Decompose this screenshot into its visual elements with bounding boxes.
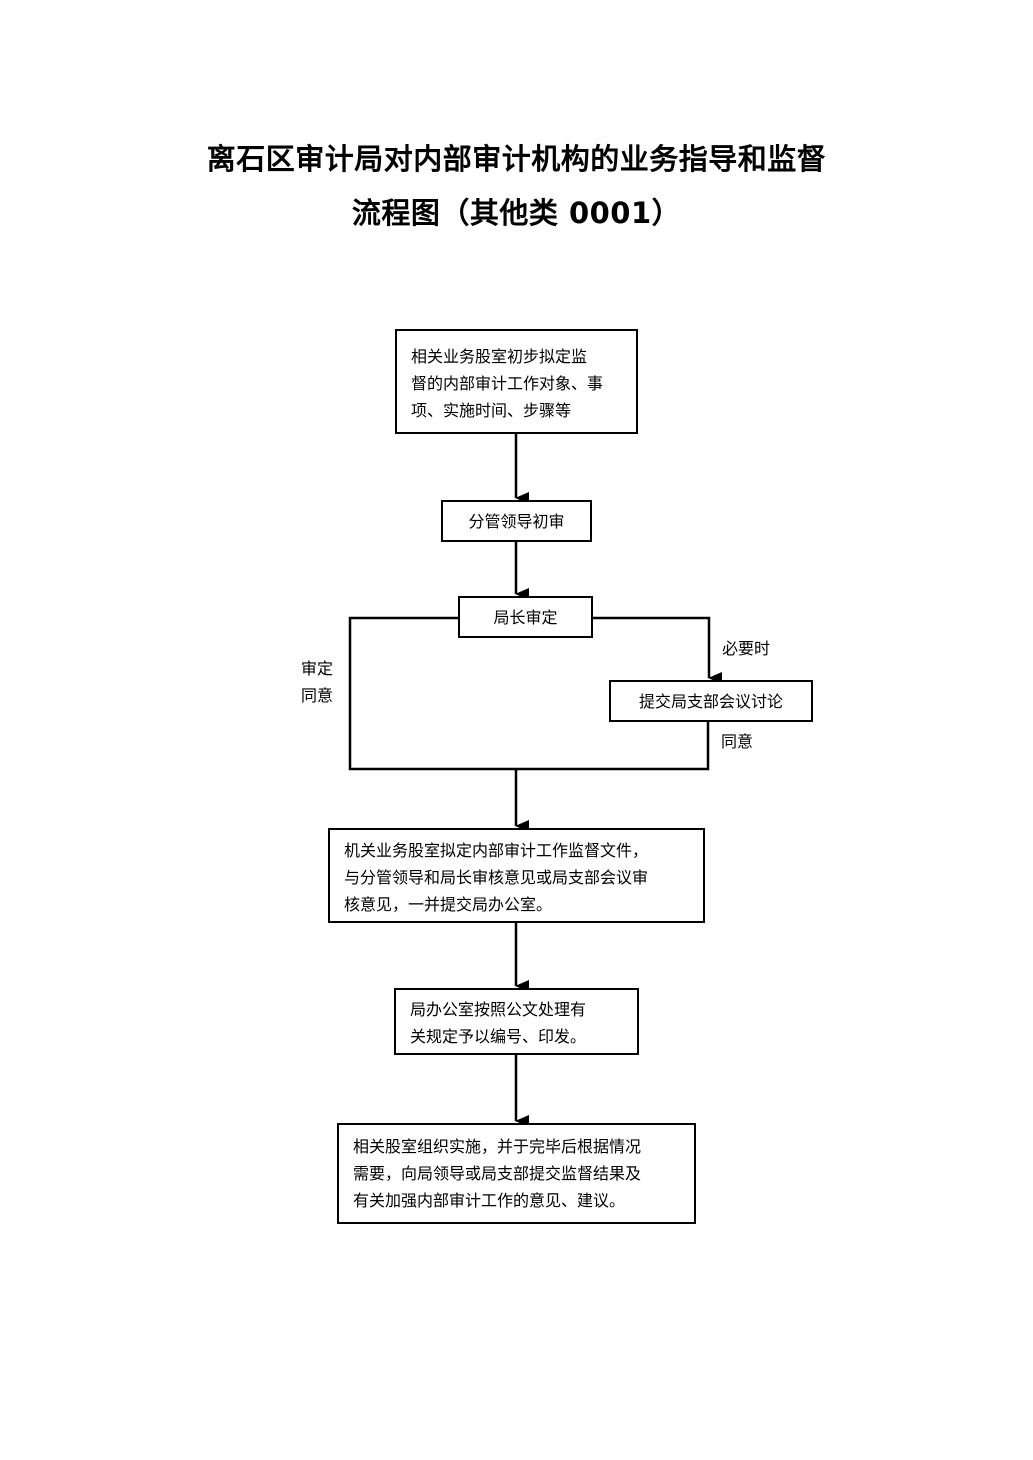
step-draft-document-line: 核意见，一并提交局办公室。 [344,895,553,914]
step-director-approval-box: 局长审定 [458,596,593,638]
step-issue-box: 局办公室按照公文处理有 关规定予以编号、印发。 [394,988,639,1055]
step-branch-meeting-label: 提交局支部会议讨论 [638,691,783,711]
step-implement-line: 有关加强内部审计工作的意见、建议。 [353,1191,626,1210]
step-draft-line: 相关业务股室初步拟定监 [411,347,588,366]
step-branch-meeting-box: 提交局支部会议讨论 [609,680,813,722]
branch-necessary [593,616,722,684]
step-draft-document-line: 机关业务股室拟定内部审计工作监督文件， [344,841,649,860]
step-draft-document-line: 与分管领导和局长审核意见或局支部会议审 [344,868,649,887]
edge-label-agreed: 同意 [721,732,754,751]
edge-label-approved-line: 同意 [301,686,334,705]
step-draft-document-box: 机关业务股室拟定内部审计工作监督文件， 与分管领导和局长审核意见或局支部会议审 … [328,828,705,923]
edge-label-when-necessary: 必要时 [722,639,771,658]
step-implement-line: 需要，向局领导或局支部提交监督结果及 [353,1164,642,1183]
edge-label-approved: 审定 同意 [301,655,333,709]
branch-approved [348,616,710,771]
step-director-approval-label: 局长审定 [493,607,558,627]
page-subtitle: 流程图（其他类 0001） [351,196,682,230]
step-preliminary-review-label: 分管领导初审 [468,511,565,531]
step-draft-line: 项、实施时间、步骤等 [411,401,572,420]
step-draft-line: 督的内部审计工作对象、事 [411,374,604,393]
step-implement-box: 相关股室组织实施，并于完毕后根据情况 需要，向局领导或局支部提交监督结果及 有关… [337,1123,696,1224]
page-title: 离石区审计局对内部审计机构的业务指导和监督 [206,142,827,176]
step-preliminary-review-box: 分管领导初审 [441,500,592,542]
edge-label-approved-line: 审定 [301,659,334,678]
step-draft-box: 相关业务股室初步拟定监 督的内部审计工作对象、事 项、实施时间、步骤等 [395,329,638,434]
step-implement-line: 相关股室组织实施，并于完毕后根据情况 [353,1137,642,1156]
step-issue-line: 关规定予以编号、印发。 [410,1027,587,1046]
step-issue-line: 局办公室按照公文处理有 [410,1000,587,1019]
